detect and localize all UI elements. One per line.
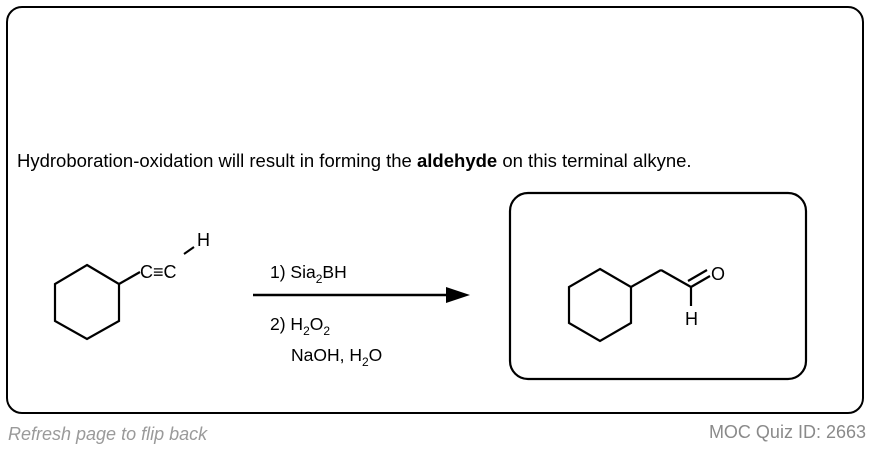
arrow-head bbox=[446, 287, 470, 303]
product-carbonyl-bond-1 bbox=[690, 275, 711, 288]
explanation-bold-term: aldehyde bbox=[417, 150, 498, 171]
reactant-h-label: H bbox=[197, 230, 210, 250]
reaction-conditions: 1) Sia2BH 2) H2O2 NaOH, H2O bbox=[270, 262, 382, 369]
condition-step-1: 1) Sia2BH bbox=[270, 262, 347, 286]
product-carbonyl-bond-2 bbox=[687, 269, 708, 282]
product-structure: O H bbox=[567, 264, 725, 343]
explanation-text: Hydroboration-oxidation will result in f… bbox=[17, 150, 857, 172]
reactant-alkyne-label: C≡C bbox=[140, 262, 177, 282]
product-answer-box bbox=[508, 191, 808, 381]
condition-step-3: NaOH, H2O bbox=[291, 345, 382, 369]
explanation-after: on this terminal alkyne. bbox=[497, 150, 692, 171]
product-cyclohexane-ring bbox=[567, 267, 633, 343]
product-ring-to-ch2-bond bbox=[630, 269, 662, 288]
reactant-structure: C≡C H bbox=[53, 230, 210, 341]
product-o-label: O bbox=[711, 264, 725, 284]
quiz-card[interactable] bbox=[6, 6, 864, 414]
reaction-arrow bbox=[253, 287, 470, 303]
explanation-before: Hydroboration-oxidation will result in f… bbox=[17, 150, 417, 171]
product-h-label: H bbox=[685, 309, 698, 329]
product-ch2-to-cho-bond bbox=[660, 269, 692, 288]
reactant-c-h-bond bbox=[183, 246, 195, 255]
quiz-id-label: MOC Quiz ID: 2663 bbox=[708, 422, 866, 442]
flip-back-hint: Refresh page to flip back bbox=[8, 424, 208, 444]
condition-step-2: 2) H2O2 bbox=[270, 314, 330, 338]
reactant-ring-to-alkyne-bond bbox=[118, 271, 141, 285]
reactant-cyclohexane-ring bbox=[53, 263, 121, 341]
